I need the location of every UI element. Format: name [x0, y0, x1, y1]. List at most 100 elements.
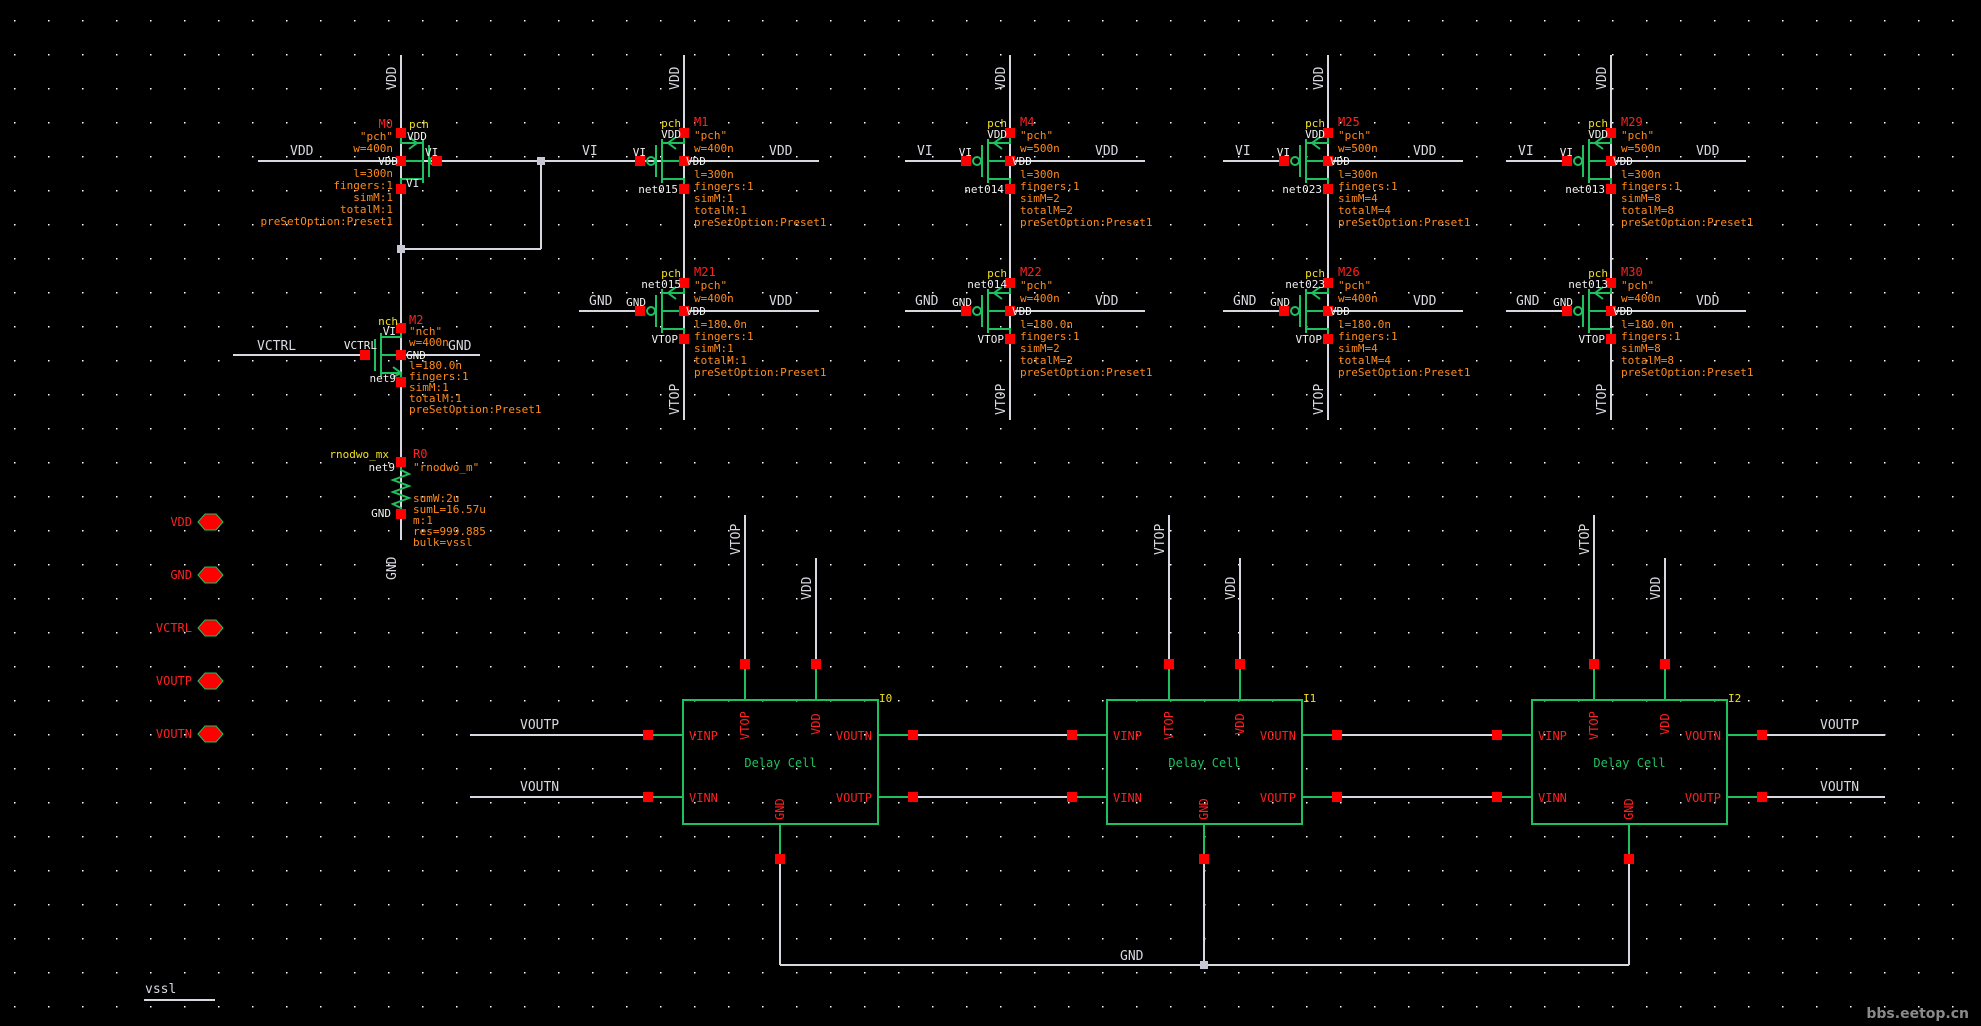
grid-dot — [1136, 870, 1138, 872]
pin-shape[interactable] — [197, 725, 224, 743]
vtop-pin[interactable] — [740, 659, 750, 669]
drain-pin[interactable] — [396, 184, 406, 194]
pin-shape[interactable] — [197, 672, 224, 690]
source-pin[interactable] — [1005, 128, 1015, 138]
body-pin[interactable] — [1323, 306, 1333, 316]
gate-pin[interactable] — [635, 306, 645, 316]
transistor-m4[interactable] — [972, 133, 1011, 189]
drain-pin[interactable] — [679, 334, 689, 344]
vinp-pin[interactable] — [1492, 730, 1502, 740]
source-pin[interactable] — [396, 128, 406, 138]
grid-dot — [728, 326, 730, 328]
body-pin[interactable] — [1606, 156, 1616, 166]
grid-dot — [1170, 836, 1172, 838]
grid-dot — [1238, 1006, 1240, 1008]
grid-dot — [694, 360, 696, 362]
vinn-pin[interactable] — [643, 792, 653, 802]
grid-dot — [150, 20, 152, 22]
pin-shape[interactable] — [197, 619, 224, 637]
gnd-pin[interactable] — [775, 854, 785, 864]
source-pin[interactable] — [1606, 128, 1616, 138]
body-pin[interactable] — [1323, 156, 1333, 166]
body-pin[interactable] — [1606, 306, 1616, 316]
body-pin[interactable] — [1005, 156, 1015, 166]
vdd-pin[interactable] — [811, 659, 821, 669]
source-pin[interactable] — [1323, 278, 1333, 288]
pin-shape[interactable] — [197, 566, 224, 584]
gate-pin[interactable] — [1562, 306, 1572, 316]
vdd-pin[interactable] — [1660, 659, 1670, 669]
gate-pin[interactable] — [360, 350, 370, 360]
body-pin[interactable] — [396, 350, 406, 360]
voutn-pin[interactable] — [1332, 730, 1342, 740]
transistor-m21[interactable] — [646, 283, 685, 339]
voutn-pin[interactable] — [908, 730, 918, 740]
gate-pin[interactable] — [432, 156, 442, 166]
resistor-pin-top[interactable] — [396, 457, 406, 467]
vinn-pin[interactable] — [1492, 792, 1502, 802]
drain-pin[interactable] — [1005, 184, 1015, 194]
voutp-pin[interactable] — [1332, 792, 1342, 802]
transistor-m1[interactable] — [646, 133, 685, 189]
transistor-m25[interactable] — [1290, 133, 1329, 189]
gate-pin[interactable] — [961, 156, 971, 166]
io-pin-voutn[interactable] — [197, 725, 224, 743]
vdd-pin[interactable] — [1235, 659, 1245, 669]
body-pin[interactable] — [679, 306, 689, 316]
grid-dot — [1136, 802, 1138, 804]
source-pin[interactable] — [1323, 128, 1333, 138]
transistor-m26[interactable] — [1290, 283, 1329, 339]
io-pin-gnd[interactable] — [197, 566, 224, 584]
grid-dot — [830, 530, 832, 532]
gate-pin[interactable] — [635, 156, 645, 166]
vinp-pin[interactable] — [643, 730, 653, 740]
voutp-pin[interactable] — [908, 792, 918, 802]
grid-dot — [796, 258, 798, 260]
io-pin-vdd[interactable] — [197, 513, 224, 531]
vinp-pin[interactable] — [1067, 730, 1077, 740]
drain-pin[interactable] — [1606, 184, 1616, 194]
drain-pin[interactable] — [1323, 184, 1333, 194]
source-pin[interactable] — [396, 377, 406, 387]
transistor-m22[interactable] — [972, 283, 1011, 339]
gnd-pin[interactable] — [1624, 854, 1634, 864]
source-pin[interactable] — [1606, 278, 1616, 288]
io-pin-vctrl[interactable] — [197, 619, 224, 637]
voutn-pin[interactable] — [1757, 730, 1767, 740]
delay-cell-i1[interactable] — [1072, 664, 1337, 859]
vtop-pin[interactable] — [1589, 659, 1599, 669]
voutp-pin[interactable] — [1757, 792, 1767, 802]
transistor-m29[interactable] — [1573, 133, 1612, 189]
body-pin[interactable] — [679, 156, 689, 166]
body-pin[interactable] — [1005, 306, 1015, 316]
gnd-pin[interactable] — [1199, 854, 1209, 864]
resistor-pin-bottom[interactable] — [396, 509, 406, 519]
drain-pin[interactable] — [1606, 334, 1616, 344]
grid-dot — [490, 224, 492, 226]
delay-cell-i2[interactable] — [1497, 664, 1762, 859]
transistor-m30[interactable] — [1573, 283, 1612, 339]
resistor-r0[interactable] — [390, 462, 412, 514]
vtop-pin[interactable] — [1164, 659, 1174, 669]
source-pin[interactable] — [679, 128, 689, 138]
gate-pin[interactable] — [1279, 156, 1289, 166]
grid-dot — [728, 156, 730, 158]
grid-dot — [1884, 564, 1886, 566]
drain-pin[interactable] — [679, 184, 689, 194]
drain-pin[interactable] — [1323, 334, 1333, 344]
drain-pin[interactable] — [1005, 334, 1015, 344]
vinn-pin[interactable] — [1067, 792, 1077, 802]
io-pin-voutp[interactable] — [197, 672, 224, 690]
gate-pin[interactable] — [961, 306, 971, 316]
pin-shape[interactable] — [197, 513, 224, 531]
grid-dot — [1646, 870, 1648, 872]
delay-cell-i0[interactable] — [648, 664, 913, 859]
source-pin[interactable] — [679, 278, 689, 288]
source-pin[interactable] — [1005, 278, 1015, 288]
drain-pin[interactable] — [396, 323, 406, 333]
grid-dot — [830, 462, 832, 464]
gate-pin[interactable] — [1562, 156, 1572, 166]
body-pin[interactable] — [396, 156, 406, 166]
gate-pin[interactable] — [1279, 306, 1289, 316]
